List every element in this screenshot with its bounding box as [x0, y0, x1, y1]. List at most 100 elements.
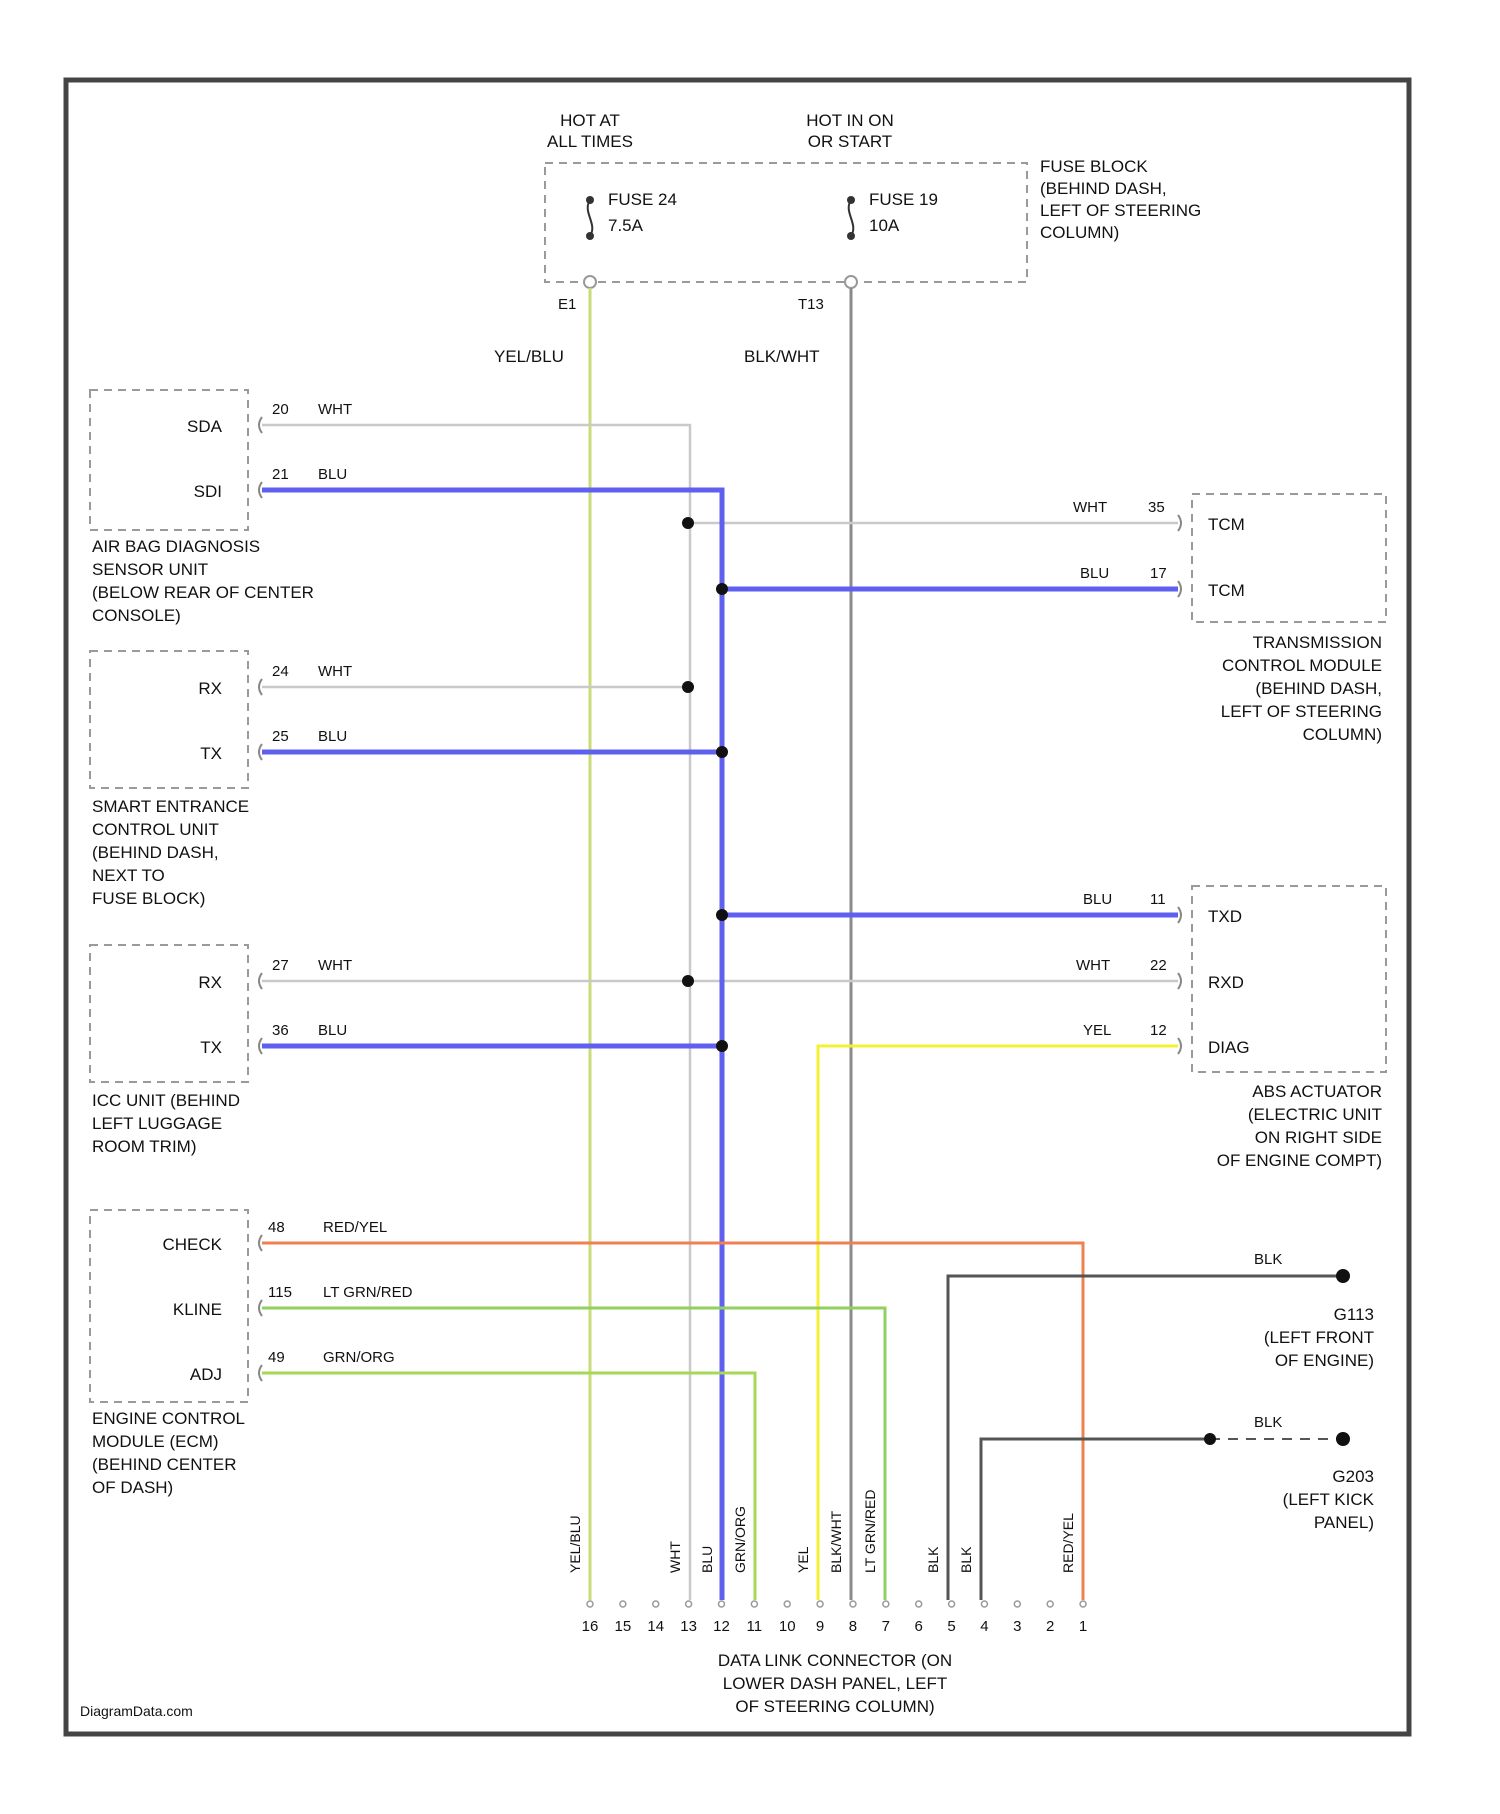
airbag-unit-box — [90, 390, 248, 530]
splice-wht-tcm — [682, 517, 694, 529]
fuse-b-symbol — [849, 200, 854, 236]
abs-pin-rxd: RXD — [1208, 973, 1244, 992]
smart-unit-box — [90, 651, 248, 788]
airbag-wire-blu: BLU — [318, 466, 347, 483]
abs-wire-yel: YEL — [1083, 1022, 1111, 1039]
smart-pin-25: 25 — [272, 728, 289, 745]
grounds: BLK G113 (LEFT FRONT OF ENGINE) BLK G203… — [1254, 1251, 1375, 1532]
abs-pin-diag: DIAG — [1208, 1038, 1250, 1057]
ecm-pin-kline: KLINE — [173, 1300, 222, 1319]
dlc-wire-label-p5: BLK — [925, 1546, 941, 1573]
abs-pin-22: 22 — [1150, 957, 1167, 974]
dlc-pin-12-terminal — [718, 1601, 724, 1607]
dlc-pin-6-label: 6 — [915, 1618, 923, 1635]
tcm-wire-wht: WHT — [1073, 499, 1107, 516]
ecm-pin-48: 48 — [268, 1219, 285, 1236]
fuse-block-label-3: LEFT OF STEERING — [1040, 201, 1201, 220]
ecm-wire-grn-org: GRN/ORG — [323, 1349, 395, 1366]
fuse-b-label-1: FUSE 19 — [869, 190, 938, 209]
dlc-wire-label-p11: GRN/ORG — [732, 1506, 748, 1573]
dlc-pin-5-terminal — [949, 1601, 955, 1607]
dlc-pin-6-terminal — [916, 1601, 922, 1607]
wires: YEL/BLU BLK/WHT — [262, 288, 1343, 1600]
smart-label-5: FUSE BLOCK) — [92, 889, 205, 908]
dlc-pin-4-terminal — [981, 1601, 987, 1607]
dlc-wire-label-p9: YEL — [795, 1546, 811, 1573]
ecm-check-connector-mark — [259, 1235, 262, 1251]
dlc-pin-7-label: 7 — [882, 1618, 890, 1635]
terminal-e1-label: E1 — [558, 296, 576, 313]
abs-label-4: OF ENGINE COMPT) — [1217, 1151, 1382, 1170]
smart-pin-tx: TX — [200, 744, 222, 763]
dlc-pin-1-terminal — [1080, 1601, 1086, 1607]
ecm-label-3: (BEHIND CENTER — [92, 1455, 237, 1474]
tcm-pin-1: TCM — [1208, 515, 1245, 534]
ecm-pin-check: CHECK — [162, 1235, 222, 1254]
dlc-pin-16-label: 16 — [582, 1618, 599, 1635]
icc-label-3: ROOM TRIM) — [92, 1137, 197, 1156]
abs-pin-12: 12 — [1150, 1022, 1167, 1039]
ground-g203-wire-label: BLK — [1254, 1414, 1282, 1431]
abs-label-1: ABS ACTUATOR — [1252, 1082, 1382, 1101]
airbag-pin-21: 21 — [272, 466, 289, 483]
dlc-pin-4-label: 4 — [980, 1618, 988, 1635]
dlc-pin-8-terminal — [850, 1601, 856, 1607]
hot-in-on-label-1: HOT IN ON — [806, 111, 894, 130]
dlc-wire-label-p13: WHT — [667, 1541, 683, 1573]
splice-blu-abs — [716, 909, 728, 921]
ground-g203-point — [1336, 1432, 1350, 1446]
fuse-block: HOT AT ALL TIMES HOT IN ON OR START FUSE… — [545, 111, 1201, 313]
ecm-pin-adj: ADJ — [190, 1365, 222, 1384]
splice-blu-icc — [716, 1040, 728, 1052]
dlc-pin-14-label: 14 — [647, 1618, 664, 1635]
fuse-block-label-2: (BEHIND DASH, — [1040, 179, 1167, 198]
smart-wire-blu: BLU — [318, 728, 347, 745]
dlc-pin-12-label: 12 — [713, 1618, 730, 1635]
engine-control-module: CHECK KLINE ADJ 48 RED/YEL 115 LT GRN/RE… — [90, 1210, 413, 1497]
abs-actuator-unit: TXD RXD DIAG BLU 11 WHT 22 YEL 12 ABS AC… — [1076, 886, 1386, 1170]
fuse-a-bottom-terminal — [586, 232, 594, 240]
icc-label-2: LEFT LUGGAGE — [92, 1114, 222, 1133]
fuse-b-bottom-terminal — [847, 232, 855, 240]
ground-g203-label-1: G203 — [1332, 1467, 1374, 1486]
smart-entrance-control-unit: RX TX 24 WHT 25 BLU SMART ENTRANCE CONTR… — [90, 651, 352, 908]
splice-blu-smart — [716, 746, 728, 758]
ecm-adj-connector-mark — [259, 1365, 262, 1381]
dlc-pin-3-terminal — [1014, 1601, 1020, 1607]
ecm-pin-115: 115 — [268, 1284, 292, 1301]
icc-pin-rx: RX — [198, 973, 222, 992]
dlc-pin-3-label: 3 — [1013, 1618, 1021, 1635]
terminal-t13-label: T13 — [798, 296, 824, 313]
splice-blu-tcm — [716, 583, 728, 595]
hot-in-on-label-2: OR START — [808, 132, 892, 151]
dlc-pin-14-terminal — [653, 1601, 659, 1607]
smart-rx-connector-mark — [259, 679, 262, 695]
tcm-pin-17: 17 — [1150, 565, 1167, 582]
dlc-pin-11-label: 11 — [747, 1618, 763, 1635]
tcm-label-2: CONTROL MODULE — [1222, 656, 1382, 675]
tcm-label-3: (BEHIND DASH, — [1255, 679, 1382, 698]
icc-pin-27: 27 — [272, 957, 289, 974]
airbag-label-3: (BELOW REAR OF CENTER — [92, 583, 314, 602]
dlc-label-2: LOWER DASH PANEL, LEFT — [723, 1674, 948, 1693]
ecm-wire-lt-grn-red: LT GRN/RED — [323, 1284, 413, 1301]
icc-pin-36: 36 — [272, 1022, 289, 1039]
wire-wht-airbag-sda — [262, 425, 690, 1600]
abs-rxd-connector-mark — [1178, 973, 1181, 989]
dlc-pin-13-terminal — [686, 1601, 692, 1607]
dlc-label-3: OF STEERING COLUMN) — [735, 1697, 934, 1716]
icc-tx-connector-mark — [259, 1038, 262, 1054]
dlc-pin-15-terminal — [620, 1601, 626, 1607]
dlc-pin-16-terminal — [587, 1601, 593, 1607]
smart-label-1: SMART ENTRANCE — [92, 797, 249, 816]
icc-wire-blu: BLU — [318, 1022, 347, 1039]
airbag-wire-wht: WHT — [318, 401, 352, 418]
fuse-a-symbol — [588, 200, 593, 236]
dlc-pin-7-terminal — [883, 1601, 889, 1607]
wire-blk-ground-g203 — [981, 1439, 1210, 1600]
tcm-label-1: TRANSMISSION — [1253, 633, 1382, 652]
ecm-label-2: MODULE (ECM) — [92, 1432, 219, 1451]
dlc-pin-11-terminal — [751, 1601, 757, 1607]
